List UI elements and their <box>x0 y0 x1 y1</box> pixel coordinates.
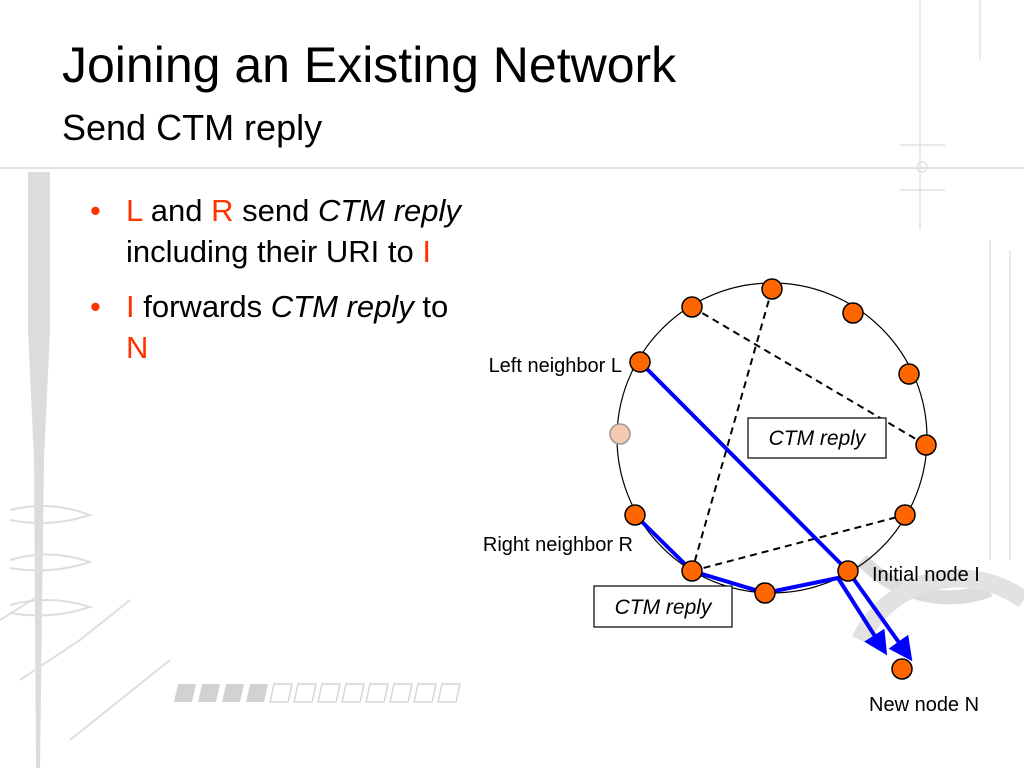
ring-nodes <box>609 278 937 680</box>
bullet-list: • L and R send CTM reply including their… <box>86 190 566 382</box>
bullet-marker: • <box>90 193 101 228</box>
page-title: Joining an Existing Network <box>62 37 677 93</box>
ring-node-left-neighbor <box>629 351 651 373</box>
ring-node-right-neighbor <box>681 560 703 582</box>
new-node-label: New node N <box>869 694 979 716</box>
node-i-ref: I <box>422 234 431 269</box>
reply-box-1-label: CTM reply <box>769 427 867 450</box>
message-name: CTM reply <box>317 193 461 228</box>
bullet-marker: • <box>90 289 101 324</box>
ring-node-initial <box>837 560 859 582</box>
ring-node-ghost <box>609 423 631 445</box>
bullet-item: • I forwards CTM reply to N <box>86 286 566 368</box>
initial-node-label: Initial node I <box>872 564 980 586</box>
bullet-text: and <box>150 193 203 228</box>
left-neighbor-label: Left neighbor L <box>489 355 622 377</box>
page-subtitle: Send CTM reply <box>62 107 323 148</box>
ring-node <box>681 296 703 318</box>
node-i-ref: I <box>126 289 135 324</box>
node-r-ref: R <box>211 193 234 228</box>
bullet-text: including their URI to <box>126 234 414 269</box>
right-neighbor-label: Right neighbor R <box>483 534 633 556</box>
bullet-text: forwards <box>143 289 263 324</box>
node-l-ref: L <box>126 193 143 228</box>
dashed-link <box>691 288 773 572</box>
bullet-text: send <box>242 193 310 228</box>
dashed-link <box>691 514 906 572</box>
ring-node <box>915 434 937 456</box>
node-n-ref: N <box>126 330 149 365</box>
reply-box-2-label: CTM reply <box>615 596 713 619</box>
bullet-item: • L and R send CTM reply including their… <box>86 190 566 272</box>
reply-box-2 <box>593 585 733 628</box>
ring-node <box>754 582 776 604</box>
ring-node <box>761 278 783 300</box>
ring-node <box>842 302 864 324</box>
ring-node <box>894 504 916 526</box>
bullet-text: to <box>422 289 449 324</box>
dashed-link <box>691 306 927 446</box>
ring-node <box>898 363 920 385</box>
new-node <box>891 658 913 680</box>
ring-node <box>624 504 646 526</box>
message-name: CTM reply <box>270 289 414 324</box>
reply-box-1 <box>747 417 887 459</box>
